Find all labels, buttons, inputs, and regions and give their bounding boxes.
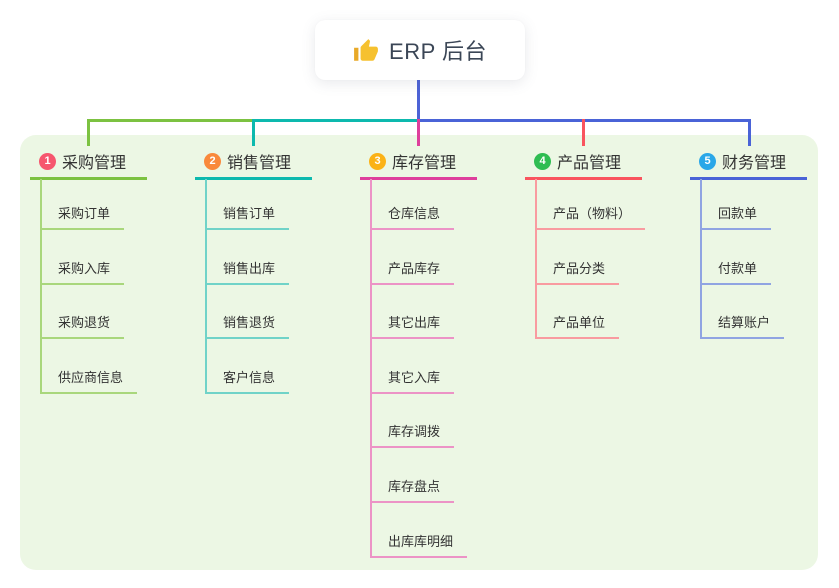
root-label: ERP 后台	[389, 39, 487, 64]
child-node[interactable]: 产品单位	[535, 307, 620, 339]
child-node[interactable]: 仓库信息	[370, 198, 455, 230]
child-node[interactable]: 结算账户	[700, 307, 785, 339]
root-connector-line	[417, 78, 420, 120]
branch-child-line	[40, 179, 42, 394]
root-node[interactable]: ERP 后台	[315, 20, 525, 80]
child-node[interactable]: 出库库明细	[370, 526, 468, 558]
branch-child-line	[535, 179, 537, 339]
connector-drop-finance	[748, 119, 751, 146]
connector-drop-purchase	[87, 119, 90, 146]
branches-panel	[20, 135, 818, 570]
branch-header-product[interactable]: 4 产品管理	[525, 145, 642, 180]
child-node[interactable]: 其它出库	[370, 307, 455, 339]
branch-sales: 2 销售管理 销售订单 销售出库 销售退货 客户信息	[195, 135, 355, 575]
branch-header-finance[interactable]: 5 财务管理	[690, 145, 807, 180]
badge-5: 5	[699, 152, 716, 170]
child-node[interactable]: 销售订单	[205, 198, 290, 230]
branch-header-sales[interactable]: 2 销售管理	[195, 145, 312, 180]
badge-4: 4	[534, 152, 551, 170]
child-node[interactable]: 采购入库	[40, 253, 125, 285]
connector-rail-sales	[252, 119, 420, 122]
branch-header-inventory[interactable]: 3 库存管理	[360, 145, 477, 180]
child-node[interactable]: 采购订单	[40, 198, 125, 230]
branch-inventory: 3 库存管理 仓库信息 产品库存 其它出库 其它入库 库存调拨 库存盘点 出库库…	[360, 135, 520, 575]
child-node[interactable]: 产品（物料）	[535, 198, 646, 230]
branch-purchase: 1 采购管理 采购订单 采购入库 采购退货 供应商信息	[30, 135, 190, 575]
child-node[interactable]: 库存盘点	[370, 471, 455, 503]
branch-label: 库存管理	[392, 155, 457, 172]
child-node[interactable]: 客户信息	[205, 362, 290, 394]
branch-label: 销售管理	[227, 155, 292, 172]
connector-drop-sales	[252, 119, 255, 146]
branch-child-line	[700, 179, 702, 339]
branch-label: 财务管理	[722, 155, 787, 172]
thumbs-up-icon	[354, 39, 378, 61]
badge-1: 1	[39, 152, 56, 170]
branch-label: 产品管理	[557, 155, 622, 172]
branch-child-line	[370, 179, 372, 558]
connector-drop-inventory	[417, 119, 420, 146]
branch-label: 采购管理	[62, 155, 127, 172]
child-node[interactable]: 回款单	[700, 198, 772, 230]
child-node[interactable]: 库存调拨	[370, 416, 455, 448]
badge-3: 3	[369, 152, 386, 170]
branch-header-purchase[interactable]: 1 采购管理	[30, 145, 147, 180]
child-node[interactable]: 销售出库	[205, 253, 290, 285]
child-node[interactable]: 其它入库	[370, 362, 455, 394]
child-node[interactable]: 采购退货	[40, 307, 125, 339]
child-node[interactable]: 产品库存	[370, 253, 455, 285]
child-node[interactable]: 产品分类	[535, 253, 620, 285]
child-node[interactable]: 付款单	[700, 253, 772, 285]
badge-2: 2	[204, 152, 221, 170]
branch-product: 4 产品管理 产品（物料） 产品分类 产品单位	[525, 135, 685, 575]
branch-finance: 5 财务管理 回款单 付款单 结算账户	[690, 135, 839, 575]
branch-child-line	[205, 179, 207, 394]
child-node[interactable]: 销售退货	[205, 307, 290, 339]
child-node[interactable]: 供应商信息	[40, 362, 138, 394]
connector-drop-product	[582, 119, 585, 146]
